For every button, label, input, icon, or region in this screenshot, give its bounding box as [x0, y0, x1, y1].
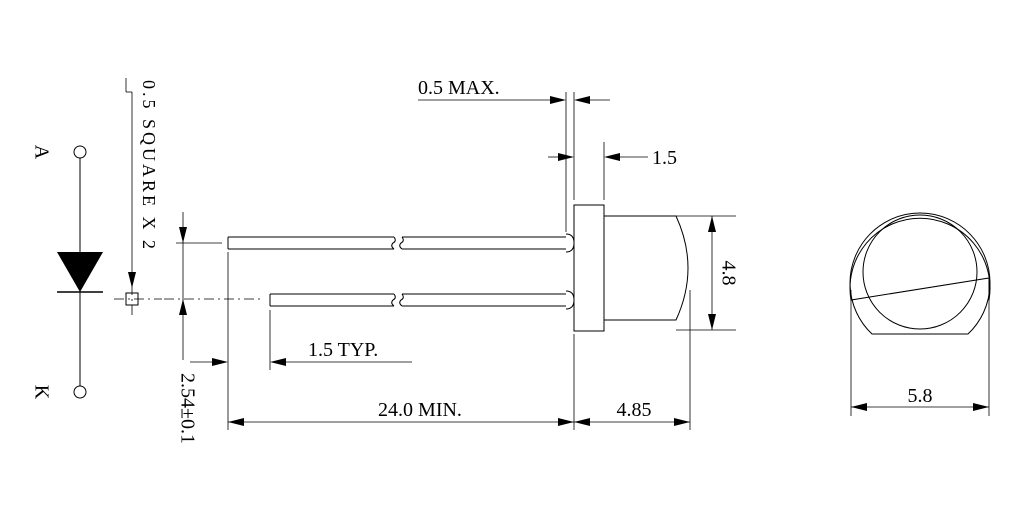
lead-length-label: 24.0 MIN. — [378, 399, 462, 421]
flange-thickness-label: 1.5 — [652, 147, 677, 169]
lead-offset-label: 1.5 TYP. — [308, 339, 378, 361]
lead-pitch-dimension: 2.54±0.1 — [164, 212, 262, 444]
body-height-dimension: 4.8 — [676, 215, 739, 331]
lead-pitch-label: 2.54±0.1 — [176, 373, 198, 444]
diode-symbol: A K — [30, 145, 103, 400]
cathode-terminal — [73, 385, 87, 399]
lead-section: 0.5 SQUARE X 2 — [114, 78, 162, 318]
lead-square-label: 0.5 SQUARE X 2 — [139, 80, 159, 252]
leads — [227, 236, 566, 307]
lead-thickness-dimension: 0.5 MAX. — [418, 77, 610, 232]
led-body-side — [565, 204, 689, 332]
square-leader-arrow — [128, 272, 136, 288]
length-dimensions: 24.0 MIN. 4.85 — [227, 252, 691, 430]
body-height-label: 4.8 — [717, 261, 739, 286]
dome — [604, 215, 689, 321]
cathode-label: K — [30, 385, 52, 400]
body-length-label: 4.85 — [617, 399, 652, 421]
lead-offset-dimension: 1.5 TYP. — [190, 310, 412, 370]
diode-triangle — [57, 252, 103, 292]
flange-thickness-dimension: 1.5 — [548, 142, 677, 200]
flange-outline — [849, 212, 991, 335]
lead-thickness-label: 0.5 MAX. — [418, 77, 500, 99]
anode-terminal — [73, 145, 87, 159]
flange — [573, 204, 605, 332]
led-front-view: 5.8 — [849, 212, 991, 416]
flange-diameter-label: 5.8 — [908, 385, 933, 407]
dome-circle — [862, 214, 978, 330]
anode-label: A — [30, 145, 52, 160]
